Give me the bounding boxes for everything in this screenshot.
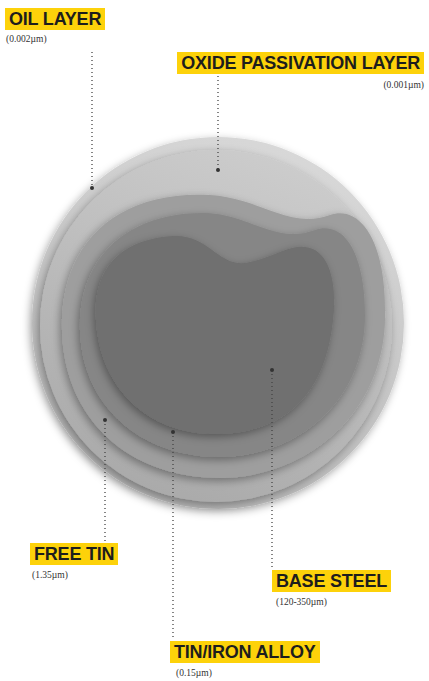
oxide-layer-shape	[40, 150, 392, 502]
layer-name: OXIDE PASSIVATION LAYER	[177, 52, 424, 74]
leader-line	[172, 432, 173, 640]
leader-dot	[171, 430, 175, 434]
layer-name: BASE STEEL	[272, 570, 391, 592]
thickness-value: (0.001µm)	[383, 79, 424, 91]
leader-line	[271, 370, 272, 568]
layer-name: OIL LAYER	[5, 8, 105, 30]
leader-dot	[90, 186, 94, 190]
tin-iron-shape	[80, 213, 365, 457]
leader-line	[104, 420, 105, 541]
thickness-value: (1.35µm)	[32, 569, 68, 581]
leader-dot	[103, 418, 107, 422]
leader-dot	[270, 368, 274, 372]
layer-name: FREE TIN	[30, 543, 118, 565]
thickness-value: (120-350µm)	[276, 596, 327, 608]
oil-layer-shape	[32, 137, 404, 509]
layer-name: TIN/IRON ALLOY	[170, 641, 320, 663]
leader-line	[217, 76, 218, 170]
free-tin-shape	[62, 195, 385, 478]
thickness-value: (0.15µm)	[176, 667, 212, 679]
thickness-value: (0.002µm)	[6, 33, 47, 45]
leader-line	[91, 52, 92, 188]
base-steel-shape	[96, 236, 334, 434]
leader-dot	[216, 168, 220, 172]
